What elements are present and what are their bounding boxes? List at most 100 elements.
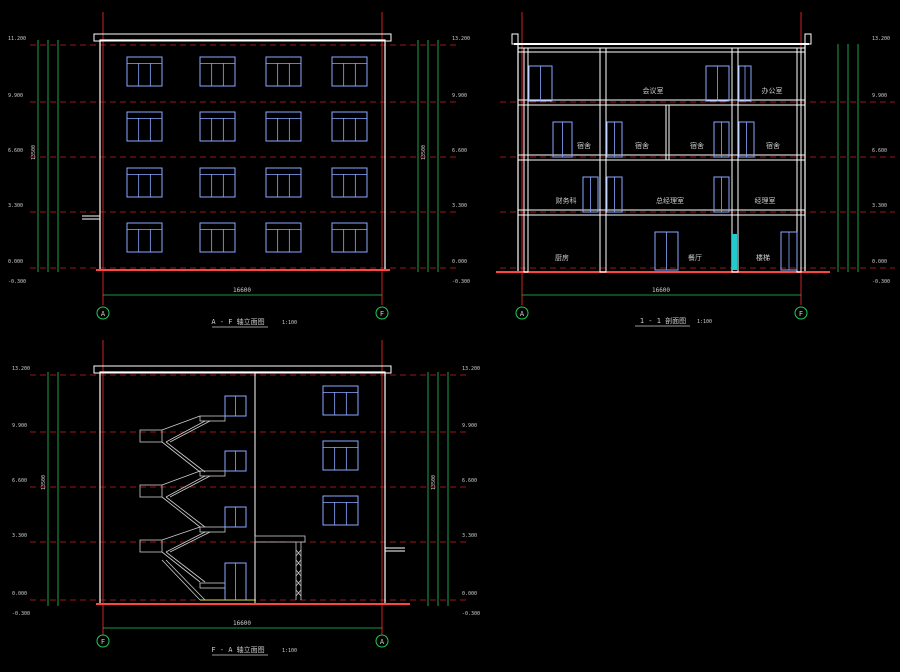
side-elev-right-4: 0.000 — [462, 591, 477, 597]
window — [322, 495, 359, 526]
landing — [199, 470, 226, 477]
stair-flight — [161, 415, 211, 443]
landing — [139, 539, 163, 553]
side-axis-end: A — [380, 638, 385, 646]
front-elev-left-2: 6.600 — [8, 148, 23, 154]
door — [606, 121, 623, 158]
window — [126, 222, 163, 253]
landing — [139, 429, 163, 443]
door — [738, 121, 755, 158]
window — [199, 111, 236, 142]
room-label-8: 经理室 — [755, 196, 776, 205]
section-1-1: 会议室 办公室 宿舍 宿舍 宿舍 宿舍 财务科 总经理室 经理室 厨房 餐厅 楼… — [496, 12, 895, 327]
door — [224, 506, 247, 528]
front-scale: 1:100 — [282, 320, 297, 326]
front-elev-left-5: -0.300 — [8, 279, 26, 285]
window — [331, 111, 368, 142]
external-staircase — [139, 415, 226, 601]
section-elev-2: 6.600 — [872, 148, 887, 154]
front-total-height: 13500 — [31, 145, 37, 160]
window — [322, 385, 359, 416]
section-elev-5: -0.300 — [872, 279, 890, 285]
window — [199, 167, 236, 198]
door — [606, 176, 623, 213]
front-axis-start: A — [101, 310, 106, 318]
front-elev-right-1: 9.900 — [452, 93, 467, 99]
window-grid — [126, 56, 368, 253]
door — [654, 231, 679, 271]
door — [582, 176, 599, 213]
front-elev-left-0: 11.200 — [8, 36, 26, 42]
side-total-height-right: 13500 — [431, 475, 437, 490]
room-label-3: 宿舍 — [635, 141, 649, 150]
side-elev-left-0: 13.200 — [12, 366, 30, 372]
side-windows — [224, 385, 359, 601]
door — [713, 176, 730, 213]
window — [126, 167, 163, 198]
front-elev-right-0: 13.200 — [452, 36, 470, 42]
side-elev-left-1: 9.900 — [12, 423, 27, 429]
stair-flight — [161, 441, 206, 473]
room-label-2: 宿舍 — [577, 141, 591, 150]
room-label-5: 宿舍 — [766, 141, 780, 150]
front-axis-end: F — [380, 310, 384, 318]
front-total-height-right: 13500 — [421, 145, 427, 160]
side-elev-right-1: 9.900 — [462, 423, 477, 429]
room-label-4: 宿舍 — [690, 141, 704, 150]
side-elev-right-3: 3.300 — [462, 533, 477, 539]
side-elev-left-2: 6.600 — [12, 478, 27, 484]
window — [199, 222, 236, 253]
section-axis-start: A — [520, 310, 525, 318]
front-elev-right-4: 0.000 — [452, 259, 467, 265]
side-scale: 1:100 — [282, 648, 297, 654]
side-axis-start: F — [101, 638, 105, 646]
window — [265, 222, 302, 253]
door — [224, 395, 247, 417]
landing — [139, 484, 163, 498]
room-label-0: 会议室 — [643, 86, 664, 95]
section-axis-end: F — [799, 310, 803, 318]
window — [331, 56, 368, 87]
side-elev-left-3: 3.300 — [12, 533, 27, 539]
room-label-6: 财务科 — [556, 196, 577, 205]
room-label-9: 厨房 — [555, 253, 569, 262]
side-elev-left-4: 0.000 — [12, 591, 27, 597]
front-elevation: 16600 A F A - F 轴立面图 1:100 11.200 9.900 … — [8, 12, 470, 328]
room-label-10: 餐厅 — [688, 253, 702, 262]
landing — [199, 582, 226, 589]
window — [331, 167, 368, 198]
front-elev-right-3: 3.300 — [452, 203, 467, 209]
stair-flight — [161, 559, 206, 601]
side-elev-right-0: 13.200 — [462, 366, 480, 372]
window — [126, 56, 163, 87]
window — [322, 440, 359, 471]
room-label-7: 总经理室 — [656, 196, 684, 205]
side-elev-left-5: -0.300 — [12, 611, 30, 617]
door — [224, 562, 247, 601]
front-total-width: 16600 — [233, 287, 251, 294]
front-elev-left-3: 3.300 — [8, 203, 23, 209]
room-label-11: 楼梯 — [756, 253, 770, 262]
room-label-1: 办公室 — [762, 86, 783, 95]
front-elev-right-5: -0.300 — [452, 279, 470, 285]
section-total-width: 16600 — [652, 287, 670, 294]
door — [780, 231, 798, 271]
section-elev-1: 9.900 — [872, 93, 887, 99]
front-elev-left-4: 0.000 — [8, 259, 23, 265]
door — [705, 65, 730, 102]
front-title: A - F 轴立面图 — [211, 317, 264, 326]
section-elev-3: 3.300 — [872, 203, 887, 209]
section-elev-4: 0.000 — [872, 259, 887, 265]
stair-flight — [161, 551, 206, 583]
window — [126, 111, 163, 142]
door — [528, 65, 553, 102]
stair-flight — [161, 496, 206, 528]
front-elev-right-2: 6.600 — [452, 148, 467, 154]
section-scale: 1:100 — [697, 319, 712, 325]
section-title: 1 - 1 剖面图 — [640, 316, 686, 325]
side-total-width: 16600 — [233, 620, 251, 627]
section-elev-0: 13.200 — [872, 36, 890, 42]
side-elev-right-5: -0.300 — [462, 611, 480, 617]
window — [199, 56, 236, 87]
